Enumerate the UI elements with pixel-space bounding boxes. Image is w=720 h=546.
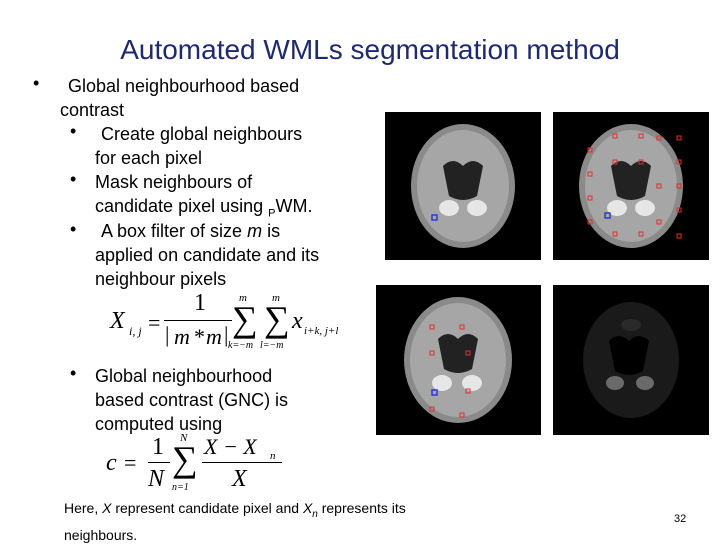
footnote-xn: X <box>302 500 313 516</box>
eq1-denom-a: m <box>174 324 190 349</box>
eq2-denom: N <box>148 466 165 492</box>
eq2-frac-denominator: X <box>232 466 247 492</box>
sub-bullet-3-var: m <box>247 221 263 241</box>
sub-bullet-4-cont2: computed using <box>95 414 223 434</box>
equation-gnc: c = 1 N N ∑ n=1 X − X n X <box>104 432 294 498</box>
eq1-numerator: 1 <box>194 290 206 316</box>
eq1-denom-b: m <box>206 324 222 349</box>
eq1-fraction-bar <box>164 320 232 321</box>
sub-bullet-dot: • <box>70 219 77 239</box>
eq1-sum2-top: m <box>272 292 280 304</box>
sub-bullet-4-text: Global neighbourhood <box>95 366 273 386</box>
sub-bullet-2-cont-a: candidate pixel using <box>95 196 269 216</box>
sub-bullet-3-a: A box filter of size <box>101 221 248 241</box>
eq2-sum-top: N <box>180 432 188 444</box>
bullet-dot: • <box>33 73 40 93</box>
bullet-1-text: Global neighbourhood based <box>68 76 300 96</box>
eq2-fraction-bar-2 <box>202 462 282 463</box>
sub-bullet-3-cont2: neighbour pixels <box>95 269 227 289</box>
sub-bullet-dot: • <box>70 121 77 141</box>
mri-scan-image <box>553 285 709 435</box>
eq2-fraction-bar <box>148 462 170 463</box>
eq1-sum1-bottom: k=−m <box>228 340 254 351</box>
bullet-1-cont: contrast <box>60 100 125 120</box>
eq2-sum-bottom: n=1 <box>172 482 189 493</box>
eq2-lhs: c <box>106 450 117 476</box>
sub-bullet-1-text: Create global neighbours <box>101 124 303 144</box>
sub-bullet-2-cont: candidate pixel using PWM. <box>95 194 312 226</box>
eq1-lhs: X <box>110 308 125 334</box>
mri-scan-image <box>376 285 541 435</box>
sub-bullet-2-cont-b: WM. <box>275 196 313 216</box>
sub-bullet-4-cont1: based contrast (GNC) is <box>95 390 289 410</box>
eq1-sum2-bottom: l=−m <box>260 340 284 351</box>
eq1-lhs-sub: i, j <box>129 324 142 338</box>
eq1-sum1-top: m <box>239 292 247 304</box>
sub-bullet-3-b: is <box>262 221 281 241</box>
eq2-frac-numerator: X − X <box>204 434 257 459</box>
eq1-term-sub: i+k, j+l <box>304 325 339 337</box>
sub-bullet-dot: • <box>70 363 77 383</box>
footnote-d: neighbours. <box>64 526 138 543</box>
footnote-b: represent candidate pixel and <box>111 500 303 516</box>
eq1-denom-star: * <box>194 324 205 349</box>
eq2-numerator: 1 <box>152 434 164 460</box>
sub-bullet-1-cont: for each pixel <box>95 148 203 168</box>
eq1-sum1-sigma: ∑ <box>232 299 258 339</box>
sub-bullet-2-text: Mask neighbours of <box>95 172 253 192</box>
eq1-term: x <box>292 308 303 334</box>
mri-scan-image <box>385 112 541 260</box>
sub-bullet-2-sub: P <box>268 207 276 220</box>
footnote-x: X <box>102 500 112 516</box>
sub-bullet-3-cont1: applied on candidate and its <box>95 245 320 265</box>
mri-scan-image <box>553 112 709 260</box>
footnote-xn-sub: n <box>312 508 318 520</box>
footnote-c: represents its <box>317 500 406 516</box>
eq2-frac-numerator-sub: n <box>270 450 276 462</box>
page-number: 32 <box>674 513 687 525</box>
slide-title: Automated WMLs segmentation method <box>120 34 620 65</box>
equation-box-filter: X i, j = 1 | m * m | m ∑ k=−m m ∑ l=−m x… <box>110 290 339 351</box>
eq1-sum2-sigma: ∑ <box>264 299 290 339</box>
footnote: Here, X represent candidate pixel and Xn… <box>64 498 484 546</box>
eq2-sum-sigma: ∑ <box>172 439 198 479</box>
footnote-a: Here, <box>64 500 103 516</box>
sub-bullet-3-text: A box filter of size m is <box>101 219 280 243</box>
sub-bullet-dot: • <box>70 169 77 189</box>
